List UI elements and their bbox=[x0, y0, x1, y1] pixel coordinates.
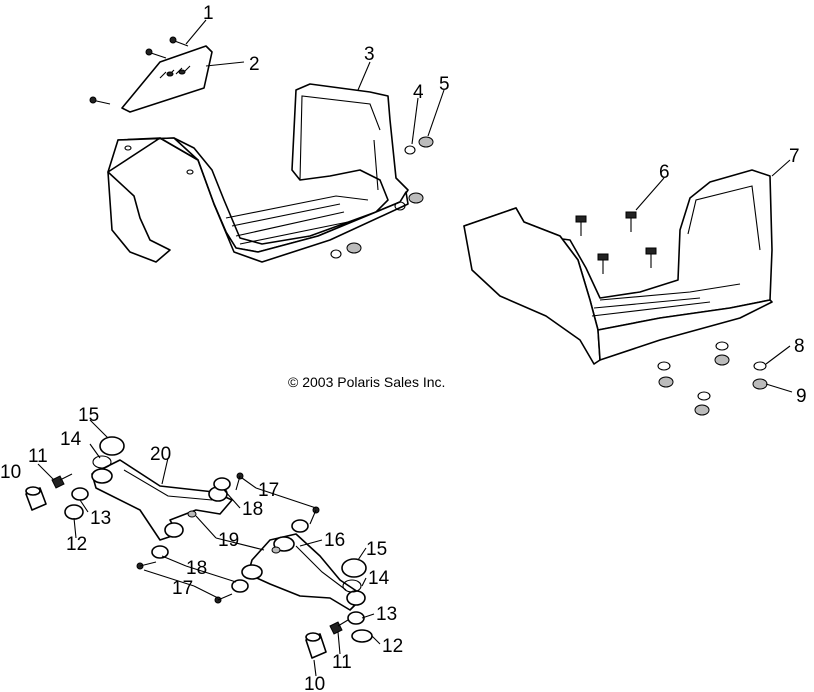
bumper-part-15 bbox=[99, 436, 367, 578]
callout-14-lower: 14 bbox=[368, 568, 390, 589]
callout-15-lower: 15 bbox=[366, 539, 387, 560]
footwell-part-3 bbox=[107, 83, 409, 263]
callout-16: 16 bbox=[324, 530, 345, 551]
callout-9: 9 bbox=[796, 386, 807, 407]
callout-18-upper: 18 bbox=[242, 499, 263, 520]
callout-13-upper: 13 bbox=[90, 508, 111, 529]
callout-12-upper: 12 bbox=[66, 534, 87, 555]
bushing-part-10 bbox=[25, 486, 327, 659]
callout-11-upper: 11 bbox=[28, 446, 48, 467]
washer-part-4 bbox=[330, 145, 416, 259]
callout-17-lower: 17 bbox=[172, 578, 193, 599]
callout-15-upper: 15 bbox=[78, 405, 99, 426]
copyright-notice: © 2003 Polaris Sales Inc. bbox=[288, 374, 445, 390]
nut-part-9 bbox=[658, 354, 768, 416]
bolt-part-6 bbox=[575, 211, 657, 274]
callout-4: 4 bbox=[413, 82, 424, 103]
leader-lines bbox=[37, 19, 793, 677]
footwell-part-7 bbox=[463, 169, 773, 365]
bolt-part-11 bbox=[51, 473, 349, 635]
left-footwell bbox=[89, 36, 434, 263]
callout-10-lower: 10 bbox=[304, 674, 325, 692]
callout-11-lower: 11 bbox=[332, 652, 352, 673]
callout-5: 5 bbox=[439, 74, 450, 95]
callout-2: 2 bbox=[249, 54, 260, 75]
callout-13-lower: 13 bbox=[376, 604, 397, 625]
callout-20: 20 bbox=[150, 444, 171, 465]
right-footwell bbox=[463, 169, 773, 416]
spacer-part-13 bbox=[71, 487, 365, 625]
callout-3: 3 bbox=[364, 44, 375, 65]
mount-bracket-part-20 bbox=[91, 459, 233, 541]
callout-17-upper: 17 bbox=[258, 480, 279, 501]
callout-labels: 1 2 3 4 5 6 7 8 9 © 2003 Polaris Sales I… bbox=[0, 3, 807, 692]
nut-part-19 bbox=[187, 510, 281, 554]
nut-part-5 bbox=[346, 136, 434, 254]
washer-part-14 bbox=[92, 455, 362, 593]
bolt-part-17 bbox=[136, 472, 320, 604]
callout-1: 1 bbox=[203, 3, 214, 24]
callout-19: 19 bbox=[218, 530, 239, 551]
callout-6: 6 bbox=[659, 162, 670, 183]
callout-14-upper: 14 bbox=[60, 429, 82, 450]
spacer-part-18 bbox=[151, 477, 309, 593]
callout-8: 8 bbox=[794, 336, 805, 357]
callout-7: 7 bbox=[789, 146, 800, 167]
callout-12-lower: 12 bbox=[382, 636, 403, 657]
callout-18-lower: 18 bbox=[186, 558, 207, 579]
callout-10-upper: 10 bbox=[0, 462, 21, 483]
mount-frame-assembly bbox=[25, 436, 373, 659]
grommet-part-12 bbox=[64, 504, 373, 643]
heat-shield-part-2 bbox=[121, 45, 213, 113]
washer-part-8 bbox=[657, 341, 767, 401]
screw-part-1 bbox=[89, 36, 189, 105]
